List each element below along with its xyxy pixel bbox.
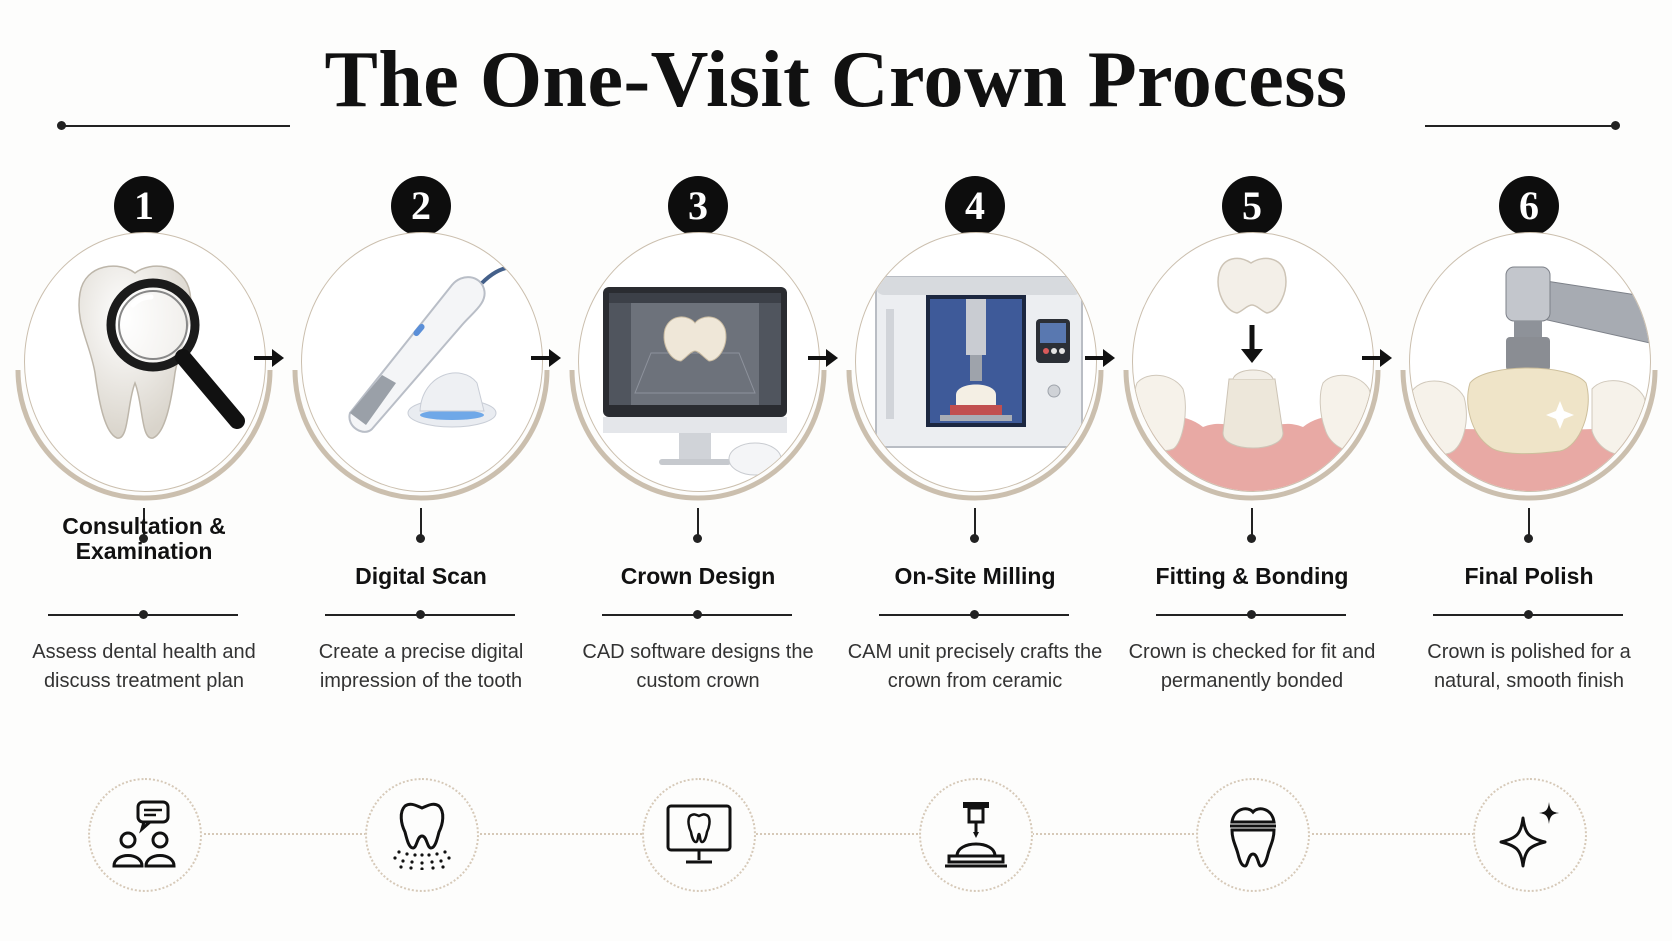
- step-5-icon-badge: [1196, 778, 1310, 892]
- crown-tooth-icon: [1230, 807, 1276, 868]
- step-arrow-4-5: [1085, 349, 1115, 367]
- step-1-stem: [143, 508, 145, 542]
- step-arrow-2-3: [531, 349, 561, 367]
- intraoral-scanner-icon: [348, 265, 515, 433]
- step-4-illustration: [855, 232, 1097, 492]
- title-rule-right: [1425, 125, 1615, 127]
- step-4-icon-badge: [919, 778, 1033, 892]
- icon-connector-line: [140, 833, 1530, 835]
- step-arrow-3-4: [808, 349, 838, 367]
- step-5-description: Crown is checked for fit and permanently…: [1128, 641, 1376, 692]
- step-3-title: Crown Design: [620, 563, 776, 589]
- header: [0, 30, 1672, 140]
- step-5-illustration: [1132, 232, 1374, 492]
- step-2-stem: [420, 508, 422, 542]
- step-1-divider-dot: [139, 610, 148, 619]
- polishing-handpiece-icon: [1410, 266, 1650, 491]
- title-rule-dot-left: [57, 121, 66, 130]
- step-6-icon-badge: [1473, 778, 1587, 892]
- step-4-title: On-Site Milling: [894, 563, 1056, 589]
- step-1: 1 Consultation & Examination Assess dent…: [4, 0, 280, 941]
- page-title: The One-Visit Crown Process: [324, 36, 1348, 124]
- step-2: 2 Digital Scan Create a precise digital …: [281, 0, 557, 941]
- step-3-illustration: [578, 232, 820, 492]
- tooth-scan-icon: [393, 802, 451, 870]
- step-4: 4 On-Site Milling CAM unit precisely cra…: [835, 0, 1111, 941]
- step-arrow-1-2: [254, 349, 284, 367]
- step-1-number-badge: 1: [114, 176, 174, 236]
- step-2-title: Digital Scan: [355, 563, 487, 589]
- step-2-divider-dot: [416, 610, 425, 619]
- step-3-description: CAD software designs the custom crown: [582, 641, 814, 692]
- title-rule-dot-right: [1611, 121, 1620, 130]
- step-1-description: Assess dental health and discuss treatme…: [32, 641, 256, 692]
- step-2-icon-badge: [365, 778, 479, 892]
- step-6-stem: [1528, 508, 1530, 542]
- monitor-tooth-icon: [666, 804, 732, 864]
- step-5: 5 Fitting & Bonding Crown is checked for…: [1112, 0, 1388, 941]
- milling-unit-icon: [875, 276, 1083, 448]
- step-6-number-badge: 6: [1499, 176, 1559, 236]
- cad-computer-icon: [603, 287, 787, 476]
- step-1-icon-badge: [88, 778, 202, 892]
- step-4-stem-dot: [970, 534, 979, 543]
- step-4-divider-dot: [970, 610, 979, 619]
- step-6-divider-dot: [1524, 610, 1533, 619]
- step-3-divider-dot: [693, 610, 702, 619]
- step-5-divider-dot: [1247, 610, 1256, 619]
- step-4-stem: [974, 508, 976, 542]
- step-1-title: Consultation & Examination: [62, 513, 226, 564]
- consultation-people-icon: [112, 800, 176, 868]
- step-3: 3 Crown Design CAD software designs the …: [558, 0, 834, 941]
- step-5-stem-dot: [1247, 534, 1256, 543]
- step-2-number-badge: 2: [391, 176, 451, 236]
- step-4-number-badge: 4: [945, 176, 1005, 236]
- step-5-number-badge: 5: [1222, 176, 1282, 236]
- step-1-illustration: [24, 232, 266, 492]
- step-arrow-5-6: [1362, 349, 1392, 367]
- step-1-stem-dot: [139, 534, 148, 543]
- milling-machine-icon: [945, 802, 1007, 868]
- step-2-description: Create a precise digital impression of t…: [318, 641, 524, 692]
- step-6-illustration: [1409, 232, 1651, 492]
- step-6-description: Crown is polished for a natural, smooth …: [1427, 641, 1631, 692]
- step-2-illustration: [301, 232, 543, 492]
- sparkle-icon: [1499, 802, 1559, 868]
- step-3-number-badge: 3: [668, 176, 728, 236]
- step-6-stem-dot: [1524, 534, 1533, 543]
- step-3-icon-badge: [642, 778, 756, 892]
- title-rule-left: [62, 125, 290, 127]
- crown-fitting-icon: [1133, 257, 1373, 491]
- step-5-stem: [1251, 508, 1253, 542]
- step-4-description: CAM unit precisely crafts the crown from…: [847, 641, 1103, 692]
- tooth-magnifier-icon: [78, 265, 245, 439]
- step-3-stem-dot: [693, 534, 702, 543]
- step-6-title: Final Polish: [1464, 563, 1594, 589]
- step-3-stem: [697, 508, 699, 542]
- step-6: 6 Final Polish Crown is polished for a n…: [1389, 0, 1665, 941]
- step-2-stem-dot: [416, 534, 425, 543]
- step-5-title: Fitting & Bonding: [1155, 563, 1349, 589]
